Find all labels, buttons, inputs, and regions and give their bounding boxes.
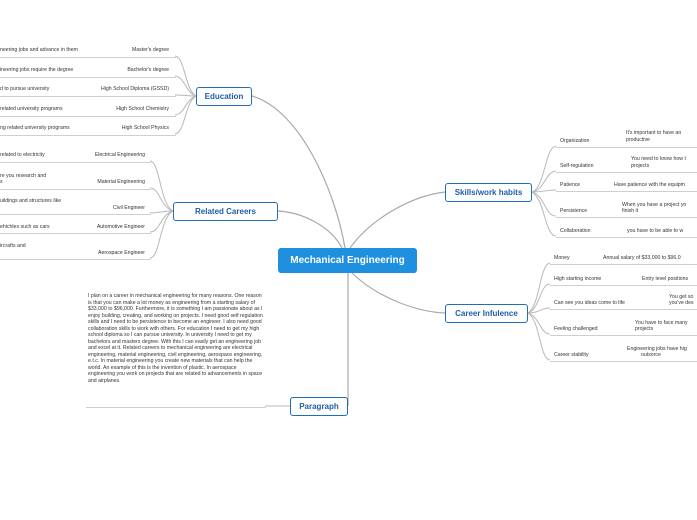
related-career-item[interactable]: Electrical Engineering <box>94 152 145 158</box>
skill-item[interactable]: Collaboration <box>560 228 591 234</box>
connector-related-careers <box>277 210 343 249</box>
education-detail: neering jobs and advance in them <box>0 47 78 53</box>
connector-rc-3 <box>149 210 174 214</box>
related-career-detail: re you research and <box>0 173 47 179</box>
career-influence-item[interactable]: Career stability <box>554 352 589 358</box>
skill-detail: finish it <box>622 208 639 214</box>
skill-detail: you have to be able to w <box>627 228 684 234</box>
education-detail: ng related university programs <box>0 125 70 131</box>
connector-sk-4 <box>531 191 557 217</box>
skill-detail: productive <box>626 137 650 143</box>
related-career-detail: uildings and structures like <box>0 198 62 204</box>
connector-skills <box>349 191 446 249</box>
education-item[interactable]: High School Diploma (GSSD) <box>100 86 169 92</box>
connector-education <box>251 95 346 249</box>
career-influence-detail: You have to face many <box>635 320 688 326</box>
connector-edu-1 <box>174 55 197 97</box>
career-influence-item[interactable]: Money <box>554 255 570 261</box>
career-influence-detail: you've des <box>669 300 694 306</box>
connector-sk-5 <box>531 191 557 237</box>
education-detail: d to pursue university <box>0 86 50 92</box>
skill-item[interactable]: Self-regulation <box>560 163 594 169</box>
connector-sk-2 <box>531 170 557 193</box>
skill-detail: You need to know how t <box>631 156 686 162</box>
education-detail: ineering jobs require the degree <box>0 67 74 73</box>
connector-edu-5 <box>174 95 197 135</box>
related-career-detail: ehichles such as cars <box>0 224 50 230</box>
related-career-item[interactable]: Civil Engineer <box>112 205 145 211</box>
topic-paragraph-label: Paragraph <box>299 402 339 411</box>
connector-ci-3 <box>527 307 551 314</box>
topic-career-influence[interactable]: Career Infulence <box>445 304 528 323</box>
education-item[interactable]: Bachelor's degree <box>127 67 169 73</box>
topic-paragraph[interactable]: Paragraph <box>290 397 348 416</box>
related-career-item[interactable]: Aerospace Engineer <box>97 250 145 256</box>
career-influence-detail: You get so <box>669 294 694 300</box>
skill-item[interactable]: Organization <box>560 138 590 144</box>
connector-rc-2 <box>149 187 174 212</box>
topic-skills-work-habits[interactable]: Skills/work habits <box>445 183 532 202</box>
topic-skills-label: Skills/work habits <box>454 188 523 197</box>
career-influence-detail: Engineering jobs have hig <box>627 346 687 352</box>
topic-education[interactable]: Education <box>196 87 252 106</box>
skill-item[interactable]: Patience <box>560 182 581 188</box>
topic-education-label: Education <box>204 92 244 101</box>
career-influence-item[interactable]: Can see you ideas come to life <box>554 300 625 306</box>
paragraph-text: I plan on a career in mechanical enginee… <box>88 293 263 384</box>
education-item[interactable]: High School Chemistry <box>116 106 169 112</box>
career-influence-detail: Annual salary of $33,000 to $96,0 <box>603 255 681 261</box>
skill-detail: Have patience with the equipm <box>614 182 685 188</box>
connector-ci-2 <box>527 283 551 314</box>
career-influence-detail: projects <box>635 326 654 332</box>
topic-career-influence-label: Career Infulence <box>455 309 518 318</box>
career-influence-detail: outsorce <box>641 352 661 358</box>
education-detail: related university programs <box>0 106 63 112</box>
connector-rc-4 <box>149 210 174 233</box>
education-item[interactable]: High School Physics <box>121 125 169 131</box>
related-career-item[interactable]: Material Engineering <box>97 179 145 185</box>
connector-sk-3 <box>531 189 557 193</box>
related-career-detail: ircrafts and <box>0 243 26 249</box>
skill-detail: It's important to have an <box>626 130 682 136</box>
connector-career-influence <box>351 272 446 314</box>
central-topic-label: Mechanical Engineering <box>290 255 405 266</box>
career-influence-item[interactable]: Feeling challenged <box>554 326 598 332</box>
related-career-detail: s <box>0 179 3 185</box>
central-topic[interactable]: Mechanical Engineering <box>278 248 417 273</box>
connector-sk-1 <box>531 145 557 193</box>
skill-item[interactable]: Persistence <box>560 208 588 214</box>
education-item[interactable]: Master's degree <box>131 47 169 53</box>
skill-detail: projects <box>631 163 650 169</box>
connector-rc-5 <box>149 210 174 259</box>
connector-ci-5 <box>527 312 551 361</box>
related-career-item[interactable]: Automotive Engineer <box>96 224 145 230</box>
connector-ci-1 <box>527 262 551 314</box>
topic-related-careers[interactable]: Related Careers <box>173 202 278 221</box>
connector-rc-1 <box>149 160 174 212</box>
topic-related-careers-label: Related Careers <box>195 207 256 216</box>
connector-edu-2 <box>174 75 197 97</box>
related-career-detail: related to electricity <box>0 152 45 158</box>
connector-ci-4 <box>527 312 551 335</box>
career-influence-detail: Entry level positions <box>642 276 689 282</box>
skill-detail: When you have a project yo <box>622 202 687 208</box>
connector-edu-3 <box>174 94 197 97</box>
career-influence-item[interactable]: High starting income <box>554 276 602 282</box>
